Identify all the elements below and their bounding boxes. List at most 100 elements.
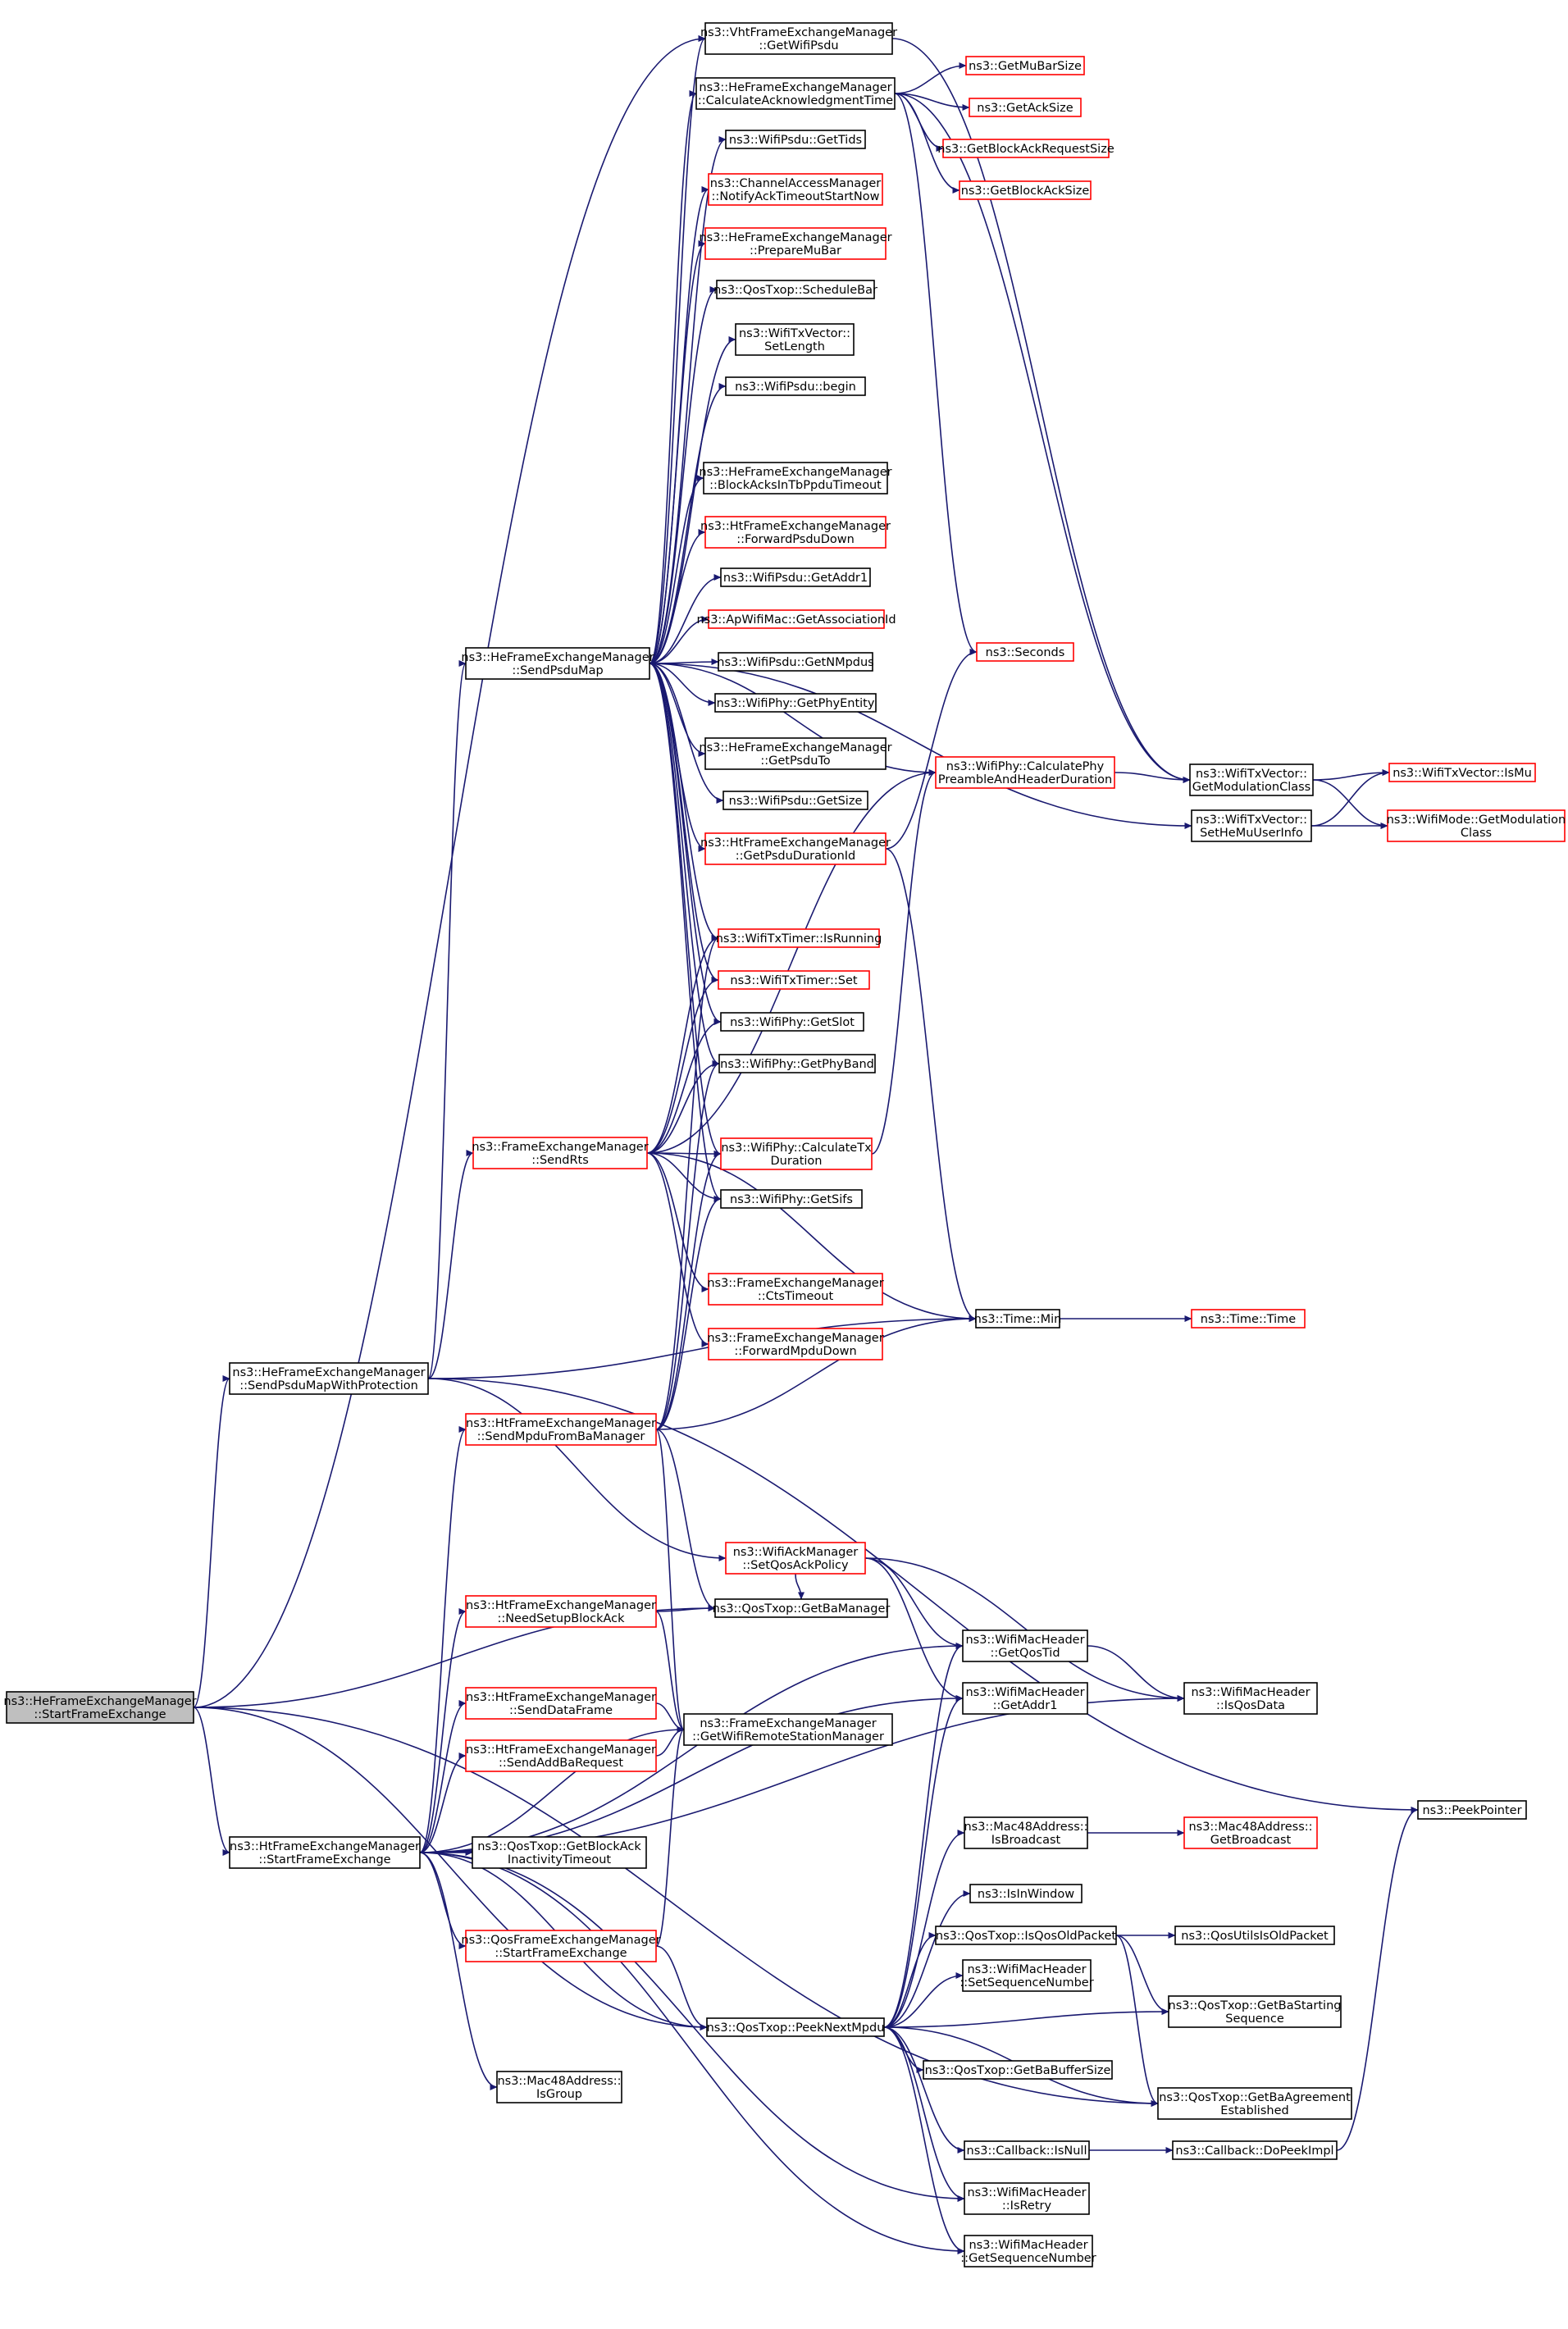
- node-label: ns3::QosTxop::GetBaBufferSize: [925, 2064, 1111, 2077]
- node-qos-getbamgr[interactable]: ns3::QosTxop::GetBaManager: [713, 1598, 891, 1618]
- node-box: [964, 2182, 1090, 2215]
- node-qos-isqosold[interactable]: ns3::QosTxop::IsQosOldPacket: [935, 1926, 1117, 1945]
- node-qosfem-startfe[interactable]: ns3::QosFrameExchangeManager::StartFrame…: [461, 1930, 661, 1962]
- node-getacksize[interactable]: ns3::GetAckSize: [969, 98, 1082, 117]
- node-hdr-setseq[interactable]: ns3::WifiMacHeader::SetSequenceNumber: [959, 1959, 1094, 1992]
- edge-ht-startfe-to-ht-sendmpdufromba: [419, 1426, 467, 1853]
- node-vht-getwifipsdu[interactable]: ns3::VhtFrameExchangeManager::GetWifiPsd…: [700, 22, 897, 55]
- node-he-sendpsdumap[interactable]: ns3::HeFrameExchangeManager::SendPsduMap: [461, 647, 654, 680]
- node-ht-getpsdudur[interactable]: ns3::HtFrameExchangeManager::GetPsduDura…: [700, 832, 891, 865]
- node-hdr-getqostid[interactable]: ns3::WifiMacHeader::GetQosTid: [962, 1629, 1088, 1662]
- node-ht-senddata[interactable]: ns3::HtFrameExchangeManager::SendDataFra…: [465, 1687, 657, 1720]
- node-qos-peeknext[interactable]: ns3::QosTxop::PeekNextMpdu: [706, 2017, 885, 2037]
- node-txtimer-isrunning[interactable]: ns3::WifiTxTimer::IsRunning: [716, 928, 882, 948]
- node-phy-getslot[interactable]: ns3::WifiPhy::GetSlot: [720, 1012, 864, 1032]
- node-getbareqsize[interactable]: ns3::GetBlockAckRequestSize: [937, 139, 1114, 158]
- node-psdu-getaddr1[interactable]: ns3::WifiPsdu::GetAddr1: [720, 567, 871, 587]
- node-box: [962, 1959, 1092, 1992]
- node-qos-getbainact[interactable]: ns3::QosTxop::GetBlockAckInactivityTimeo…: [472, 1836, 647, 1869]
- edge-ht-startfe-to-hdr-isretry: [419, 1852, 965, 2203]
- edge-fem-sendrts-to-time-min: [646, 1152, 977, 1323]
- node-time-time[interactable]: ns3::Time::Time: [1191, 1309, 1306, 1329]
- node-cb-dopeek[interactable]: ns3::Callback::DoPeekImpl: [1172, 2140, 1338, 2160]
- node-he-preparemubar[interactable]: ns3::HeFrameExchangeManager::PrepareMuBa…: [699, 227, 892, 260]
- node-psdu-getsize[interactable]: ns3::WifiPsdu::GetSize: [722, 791, 868, 810]
- node-label: ns3::WifiPhy::GetPhyBand: [720, 1058, 874, 1071]
- node-box: [704, 22, 893, 55]
- node-ht-needsetup[interactable]: ns3::HtFrameExchangeManager::NeedSetupBl…: [465, 1595, 657, 1628]
- node-phy-getsifs[interactable]: ns3::WifiPhy::GetSifs: [720, 1189, 863, 1209]
- node-label: IsBroadcast: [991, 1834, 1061, 1847]
- node-box: [720, 1137, 873, 1170]
- node-hdr-getseq[interactable]: ns3::WifiMacHeader::GetSequenceNumber: [960, 2235, 1096, 2267]
- node-label: ::SetQosAckPolicy: [742, 1559, 849, 1572]
- node-box: [964, 2140, 1090, 2160]
- node-ht-forwardpsdu[interactable]: ns3::HtFrameExchangeManager::ForwardPsdu…: [700, 516, 891, 549]
- node-qosutils-isold[interactable]: ns3::QosUtilsIsOldPacket: [1174, 1926, 1335, 1945]
- node-root[interactable]: ns3::HeFrameExchangeManager::StartFrameE…: [3, 1691, 197, 1724]
- node-label: ::GetWifiPsdu: [759, 39, 838, 52]
- node-box: [718, 970, 870, 990]
- node-txv-getmodclass[interactable]: ns3::WifiTxVector::GetModulationClass: [1189, 763, 1314, 796]
- node-fem-ctstimeout[interactable]: ns3::FrameExchangeManager::CtsTimeout: [707, 1273, 884, 1306]
- edge-ht-startfe-to-qosfem-startfe: [419, 1852, 467, 1950]
- node-fem-forwardmpdu[interactable]: ns3::FrameExchangeManager::ForwardMpduDo…: [707, 1328, 884, 1360]
- node-phy-getphyband[interactable]: ns3::WifiPhy::GetPhyBand: [718, 1054, 876, 1073]
- node-time-min[interactable]: ns3::Time::Min: [974, 1309, 1062, 1329]
- node-hdr-isqosdata[interactable]: ns3::WifiMacHeader::IsQosData: [1183, 1682, 1318, 1715]
- node-qos-schedulebar[interactable]: ns3::QosTxop::ScheduleBar: [713, 280, 877, 299]
- node-mode-getmodclass[interactable]: ns3::WifiMode::GetModulationClass: [1387, 809, 1566, 842]
- node-label: ns3::HeFrameExchangeManager: [3, 1695, 196, 1708]
- node-fem-getremote[interactable]: ns3::FrameExchangeManager::GetWifiRemote…: [683, 1713, 893, 1746]
- node-mac48-getbroadcast[interactable]: ns3::Mac48Address::GetBroadcast: [1183, 1816, 1318, 1849]
- node-label: ns3::GetBlockAckSize: [961, 185, 1090, 198]
- node-ht-startfe[interactable]: ns3::HtFrameExchangeManager::StartFrameE…: [229, 1836, 421, 1869]
- node-hdr-isretry[interactable]: ns3::WifiMacHeader::IsRetry: [964, 2182, 1090, 2215]
- node-txv-ismu[interactable]: ns3::WifiTxVector::IsMu: [1388, 763, 1536, 782]
- node-psdu-getnmpdus[interactable]: ns3::WifiPsdu::GetNMpdus: [717, 652, 874, 672]
- node-getbasize[interactable]: ns3::GetBlockAckSize: [959, 180, 1092, 200]
- edge-ht-startfe-to-mac48-isgroup: [419, 1852, 498, 2090]
- node-ht-sendaddba[interactable]: ns3::HtFrameExchangeManager::SendAddBaRe…: [465, 1739, 657, 1772]
- node-qos-getbabuf[interactable]: ns3::QosTxop::GetBaBufferSize: [923, 2060, 1113, 2080]
- node-he-calcack[interactable]: ns3::HeFrameExchangeManager::CalculateAc…: [695, 77, 896, 110]
- node-isinwindow[interactable]: ns3::IsInWindow: [969, 1884, 1083, 1903]
- node-label: ::ForwardMpduDown: [734, 1345, 856, 1358]
- node-hdr-getaddr1[interactable]: ns3::WifiMacHeader::GetAddr1: [962, 1682, 1088, 1715]
- node-psdu-gettids[interactable]: ns3::WifiPsdu::GetTids: [725, 130, 866, 149]
- node-ap-associd[interactable]: ns3::ApWifiMac::GetAssociationId: [696, 609, 896, 629]
- node-mac48-isbroadcast[interactable]: ns3::Mac48Address::IsBroadcast: [964, 1816, 1088, 1849]
- node-mac48-isgroup[interactable]: ns3::Mac48Address::IsGroup: [496, 2071, 622, 2103]
- edge-he-calcack-to-txv-getmodclass: [894, 93, 1191, 784]
- node-getmubarsize[interactable]: ns3::GetMuBarSize: [965, 56, 1085, 75]
- node-cb-isnull[interactable]: ns3::Callback::IsNull: [964, 2140, 1090, 2160]
- node-ht-sendmpdufromba[interactable]: ns3::HtFrameExchangeManager::SendMpduFro…: [465, 1413, 657, 1446]
- node-he-sendwithprot[interactable]: ns3::HeFrameExchangeManager::SendPsduMap…: [229, 1362, 429, 1395]
- node-label: ns3::WifiTxVector::: [1196, 768, 1307, 781]
- node-ackmgr-setqos[interactable]: ns3::WifiAckManager::SetQosAckPolicy: [725, 1542, 866, 1575]
- node-he-blockacks[interactable]: ns3::HeFrameExchangeManager::BlockAcksIn…: [699, 462, 892, 495]
- node-phy-getphyentity[interactable]: ns3::WifiPhy::GetPhyEntity: [714, 693, 877, 713]
- node-seconds[interactable]: ns3::Seconds: [976, 642, 1074, 662]
- node-cam-notify[interactable]: ns3::ChannelAccessManager::NotifyAckTime…: [708, 173, 883, 206]
- edge-qos-peeknext-to-cb-isnull: [883, 2026, 965, 2154]
- edge-fem-sendrts-to-phy-getphyband: [646, 1060, 720, 1154]
- edge-he-sendpsdumap-to-he-calcack: [649, 90, 697, 664]
- node-box: [465, 1595, 657, 1628]
- node-label: ns3::WifiPsdu::GetNMpdus: [717, 656, 873, 669]
- node-fem-sendrts[interactable]: ns3::FrameExchangeManager::SendRts: [472, 1137, 649, 1169]
- node-he-getpsduto[interactable]: ns3::HeFrameExchangeManager::GetPsduTo: [699, 737, 892, 770]
- node-psdu-begin[interactable]: ns3::WifiPsdu::begin: [725, 376, 866, 396]
- node-txv-sethemu[interactable]: ns3::WifiTxVector::SetHeMuUserInfo: [1191, 809, 1312, 842]
- node-txv-setlength[interactable]: ns3::WifiTxVector::SetLength: [735, 323, 855, 356]
- node-phy-calcpreamble[interactable]: ns3::WifiPhy::CalculatePhyPreambleAndHea…: [935, 756, 1115, 789]
- node-peekpointer[interactable]: ns3::PeekPointer: [1417, 1800, 1527, 1820]
- edge-ht-sendmpdufromba-to-txtimer-isrunning: [655, 935, 719, 1430]
- node-txtimer-set[interactable]: ns3::WifiTxTimer::Set: [718, 970, 870, 990]
- node-label: ns3::WifiMacHeader: [965, 1686, 1084, 1699]
- node-label: ns3::WifiMacHeader: [967, 1963, 1086, 1976]
- node-box: [1189, 763, 1314, 796]
